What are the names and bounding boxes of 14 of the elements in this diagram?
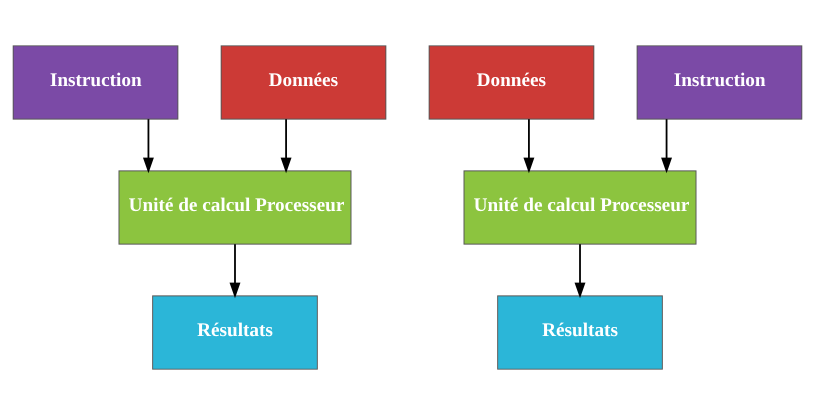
arrow	[523, 118, 534, 173]
node-box: Résultats	[497, 294, 663, 370]
node-box: Unité de calcul Processeur	[118, 170, 352, 244]
node-box: Instruction	[12, 44, 178, 120]
arrow	[230, 244, 240, 298]
node-box: Données	[220, 44, 386, 120]
node-box: Données	[428, 44, 594, 120]
arrow	[661, 118, 672, 173]
node-box: Unité de calcul Processeur	[464, 170, 696, 244]
node-box: Résultats	[152, 294, 318, 370]
arrow	[574, 244, 586, 298]
arrow	[142, 118, 154, 173]
node-box: Instruction	[636, 44, 802, 120]
arrow	[280, 118, 292, 173]
